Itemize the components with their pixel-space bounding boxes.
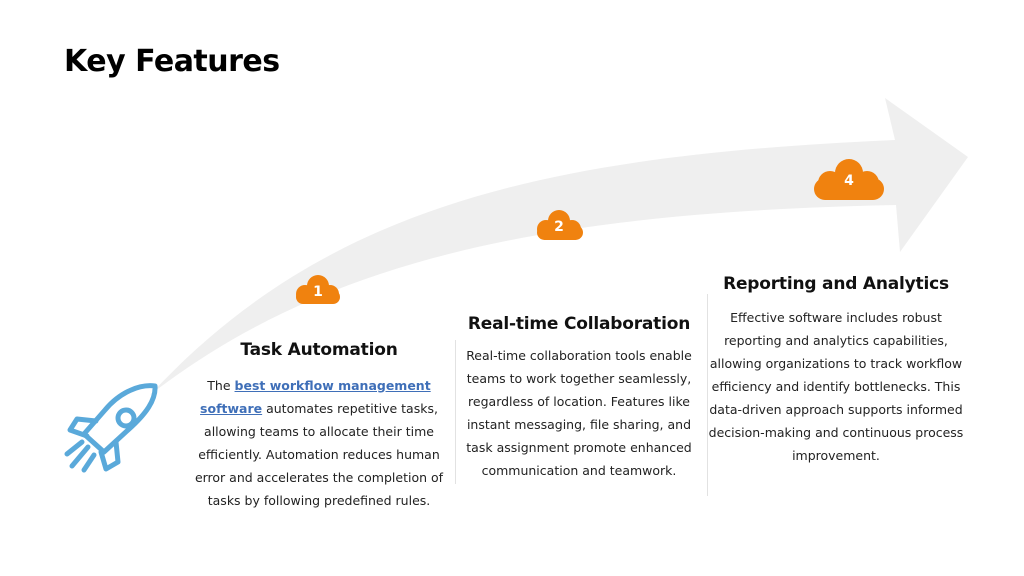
rocket-icon — [64, 383, 158, 473]
step-badge-1: 1 — [313, 284, 323, 300]
feature-description: The best workflow management software au… — [192, 374, 446, 512]
column-divider — [707, 294, 708, 496]
step-badge-4: 4 — [844, 173, 854, 189]
workflow-software-link[interactable]: best workflow management software — [200, 378, 431, 416]
feature-heading: Real-time Collaboration — [467, 314, 691, 334]
feature-real-time-collaboration: Real-time Collaboration Real-time collab… — [460, 314, 698, 482]
feature-task-automation: Task Automation The best workflow manage… — [192, 340, 446, 512]
cloud-badge-4 — [814, 159, 884, 200]
cloud-badge-2 — [537, 210, 583, 240]
feature-heading: Reporting and Analytics — [723, 274, 949, 294]
feature-description: Real-time collaboration tools enable tea… — [466, 348, 692, 478]
feature-description: Effective software includes robust repor… — [708, 310, 964, 463]
feature-reporting-analytics: Reporting and Analytics Effective softwa… — [708, 274, 964, 467]
column-divider — [455, 340, 456, 484]
description-text: The — [207, 378, 235, 393]
step-badge-2: 2 — [554, 219, 564, 235]
feature-heading: Task Automation — [240, 340, 398, 360]
page-title: Key Features — [64, 44, 280, 79]
description-text: automates repetitive tasks, allowing tea… — [194, 401, 444, 508]
cloud-badge-1 — [296, 275, 340, 304]
curved-arrow — [150, 98, 968, 395]
